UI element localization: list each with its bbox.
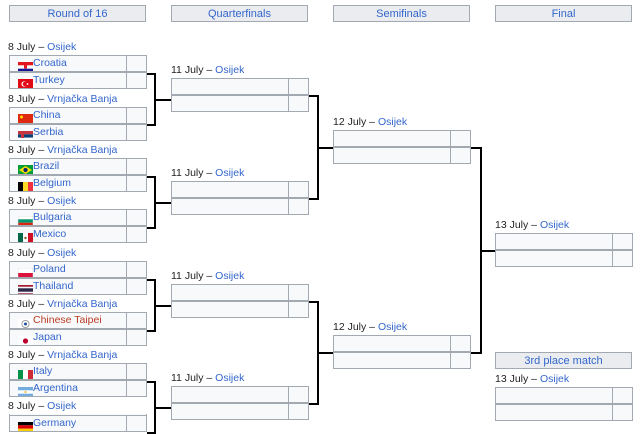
serbia-flag-icon [14,128,33,140]
team-link[interactable]: Brazil [33,160,60,172]
team-slot: Japan [9,329,147,346]
team-slot [171,95,309,112]
team-slot: China [9,107,147,124]
match-date: 11 July – Osijek [171,270,245,282]
mexico-flag-icon [14,230,33,242]
venue-link[interactable]: Osijek [47,41,77,53]
header-semifinals: Semifinals [333,5,470,22]
italy-flag-icon [14,367,33,379]
venue-link[interactable]: Osijek [215,167,245,179]
match-date: 8 July – Osijek [8,41,77,53]
bulgaria-flag-icon [14,213,33,225]
team-slot [495,387,633,404]
team-link[interactable]: Thailand [33,280,74,292]
team-slot: Belgium [9,175,147,192]
team-slot [333,147,471,164]
header-quarterfinals: Quarterfinals [171,5,308,22]
china-flag-icon [14,111,33,123]
header-third-place: 3rd place match [495,352,632,369]
team-slot [171,386,309,403]
match-date: 8 July – Osijek [8,195,77,207]
brazil-flag-icon [14,162,33,174]
team-slot: Germany [9,415,147,432]
team-slot [171,403,309,420]
team-slot [171,181,309,198]
team-link[interactable]: Argentina [33,382,78,394]
match-date: 8 July – Vrnjačka Banja [8,144,118,156]
venue-link[interactable]: Vrnjačka Banja [47,144,118,156]
chinese-taipei-flag-icon [14,316,33,328]
match-date: 8 July – Vrnjačka Banja [8,298,118,310]
match-date: 12 July – Osijek [333,116,408,128]
team-slot [495,233,633,250]
header-final: Final [495,5,632,22]
team-link[interactable]: Bulgaria [33,211,72,223]
team-link[interactable]: Belgium [33,177,71,189]
team-link[interactable]: Germany [33,417,77,429]
venue-link[interactable]: Osijek [215,372,245,384]
team-link[interactable]: Chinese Taipei [33,314,102,326]
team-link[interactable]: China [33,109,61,121]
team-slot [171,301,309,318]
team-link[interactable]: Croatia [33,57,67,69]
argentina-flag-icon [14,384,33,396]
team-slot: Thailand [9,278,147,295]
team-link[interactable]: Poland [33,263,66,275]
team-slot: Serbia [9,124,147,141]
match-date: 8 July – Vrnjačka Banja [8,349,118,361]
team-slot [333,335,471,352]
venue-link[interactable]: Vrnjačka Banja [47,298,118,310]
venue-link[interactable]: Osijek [47,195,77,207]
team-slot: Argentina [9,380,147,397]
team-link[interactable]: Italy [33,365,53,377]
japan-flag-icon [14,333,33,345]
match-date: 8 July – Osijek [8,247,77,259]
team-slot [171,284,309,301]
team-slot: Chinese Taipei [9,312,147,329]
team-slot: Croatia [9,55,147,72]
team-slot: Poland [9,261,147,278]
team-link[interactable]: Turkey [33,74,65,86]
turkey-flag-icon [14,76,33,88]
team-slot [333,130,471,147]
team-slot [333,352,471,369]
team-link[interactable]: Serbia [33,126,64,138]
team-slot: Mexico [9,226,147,243]
team-slot [495,250,633,267]
venue-link[interactable]: Osijek [47,247,77,259]
match-date: 11 July – Osijek [171,167,245,179]
header-round-of-16: Round of 16 [9,5,146,22]
match-date: 13 July – Osijek [495,373,570,385]
venue-link[interactable]: Osijek [377,321,408,333]
belgium-flag-icon [14,179,33,191]
match-date: 11 July – Osijek [171,372,245,384]
team-slot [171,78,309,95]
match-date: 8 July – Osijek [8,400,77,412]
team-slot [171,198,309,215]
germany-flag-icon [14,419,33,431]
match-date: 13 July – Osijek [495,219,570,231]
team-slot [495,404,633,421]
venue-link[interactable]: Osijek [47,400,77,412]
venue-link[interactable]: Osijek [539,219,570,231]
venue-link[interactable]: Osijek [377,116,408,128]
venue-link[interactable]: Vrnjačka Banja [47,349,118,361]
venue-link[interactable]: Osijek [539,373,570,385]
team-slot: Italy [9,363,147,380]
poland-flag-icon [14,265,33,277]
venue-link[interactable]: Osijek [215,270,245,282]
match-date: 8 July – Vrnjačka Banja [8,93,118,105]
team-slot: Bulgaria [9,209,147,226]
team-link[interactable]: Japan [33,331,62,343]
match-date: 11 July – Osijek [171,64,245,76]
team-link[interactable]: Mexico [33,228,67,240]
croatia-flag-icon [14,59,33,71]
team-slot: Turkey [9,72,147,89]
venue-link[interactable]: Osijek [215,64,245,76]
team-slot: Brazil [9,158,147,175]
match-date: 12 July – Osijek [333,321,408,333]
venue-link[interactable]: Vrnjačka Banja [47,93,118,105]
thailand-flag-icon [14,282,33,294]
